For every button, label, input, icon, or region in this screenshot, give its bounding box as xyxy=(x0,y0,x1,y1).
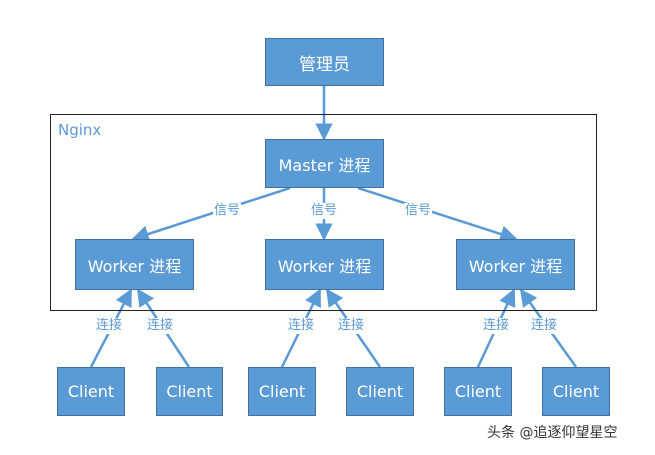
client-node-6: Client xyxy=(542,367,610,416)
client-node-5: Client xyxy=(444,367,512,416)
master-to-worker-3-arrow xyxy=(357,186,518,243)
signal-label-2: 信号 xyxy=(310,203,339,219)
signal-label-3: 信号 xyxy=(404,203,433,219)
client-node-3: Client xyxy=(248,367,316,416)
watermark-text: 头条 @追逐仰望星空 xyxy=(487,425,618,441)
connect-label-4: 连接 xyxy=(337,318,366,334)
connect-label-6: 连接 xyxy=(530,318,559,334)
worker-node-3: Worker 进程 xyxy=(456,239,575,290)
connect-label-2: 连接 xyxy=(146,318,175,334)
connect-label-5: 连接 xyxy=(482,318,511,334)
nginx-boundary xyxy=(50,114,597,311)
worker-node-1: Worker 进程 xyxy=(75,239,194,290)
client-node-2: Client xyxy=(156,367,223,416)
client-node-4: Client xyxy=(346,367,414,416)
client-node-1: Client xyxy=(57,367,125,416)
connect-label-3: 连接 xyxy=(287,318,316,334)
master-to-worker-1-arrow xyxy=(131,186,291,243)
master-node: Master 进程 xyxy=(265,139,384,188)
worker-node-2: Worker 进程 xyxy=(265,239,384,290)
connect-label-1: 连接 xyxy=(95,318,124,334)
nginx-label: Nginx xyxy=(58,121,102,139)
signal-label-1: 信号 xyxy=(213,203,242,219)
admin-node: 管理员 xyxy=(265,38,384,86)
